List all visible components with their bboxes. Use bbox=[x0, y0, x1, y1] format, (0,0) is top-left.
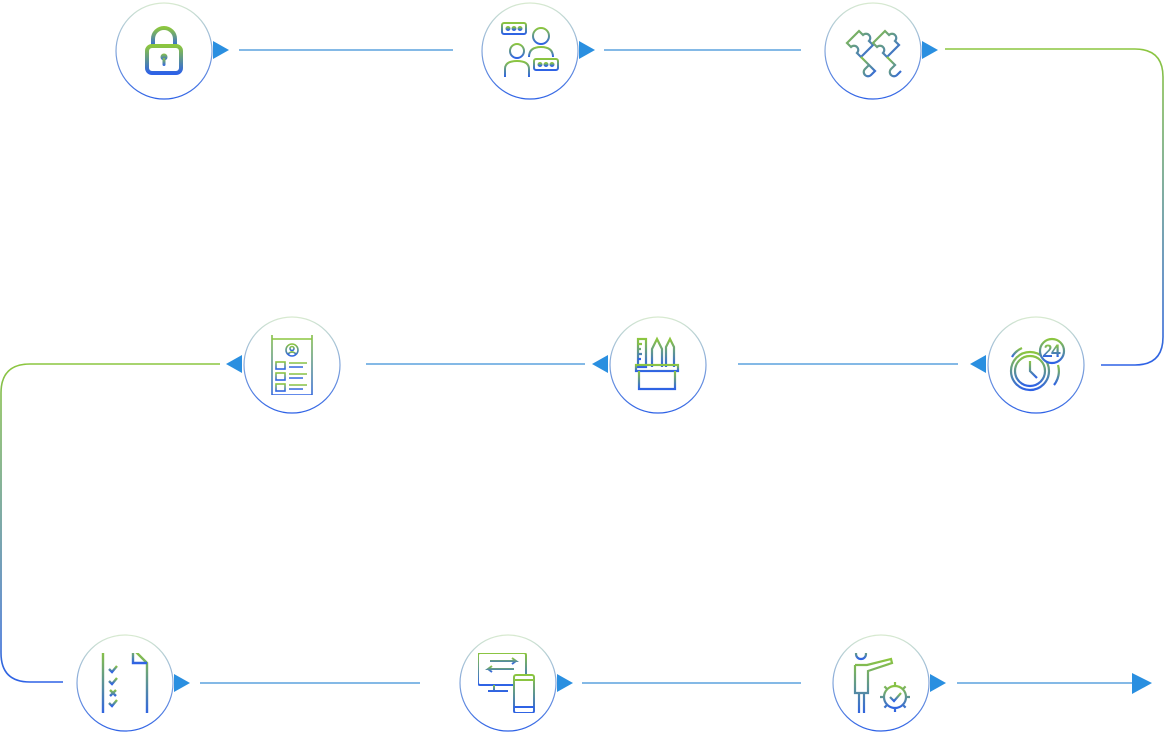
pointer-9 bbox=[930, 674, 946, 692]
checklist-icon bbox=[101, 653, 149, 713]
mobile-profile-icon bbox=[271, 335, 313, 395]
person-gear-icon bbox=[853, 653, 910, 713]
pointer-6 bbox=[226, 355, 242, 373]
step-4-node bbox=[987, 316, 1085, 414]
pointer-4 bbox=[970, 355, 986, 373]
step-5-node bbox=[609, 316, 707, 414]
step-2-node bbox=[481, 2, 579, 100]
clock-24-icon bbox=[1009, 337, 1066, 392]
pointer-2 bbox=[579, 41, 595, 59]
team-discussion-icon bbox=[501, 22, 559, 77]
multi-device-icon bbox=[478, 653, 535, 713]
step-1-node bbox=[115, 2, 213, 100]
pointer-1 bbox=[213, 41, 229, 59]
padlock-icon bbox=[145, 26, 183, 75]
connector-6-7 bbox=[0, 363, 220, 683]
connector-3-4 bbox=[945, 48, 1164, 366]
step-7-node bbox=[76, 634, 174, 732]
pointer-5 bbox=[592, 355, 608, 373]
step-6-node bbox=[243, 316, 341, 414]
step-8-node bbox=[459, 634, 557, 732]
step-9-node bbox=[832, 634, 930, 732]
pointer-3 bbox=[922, 41, 938, 59]
pointer-7 bbox=[174, 674, 190, 692]
final-arrowhead bbox=[1132, 673, 1152, 694]
step-3-node bbox=[824, 2, 922, 100]
pointer-8 bbox=[557, 674, 573, 692]
design-tools-icon bbox=[634, 336, 680, 391]
puzzle-pieces-icon bbox=[845, 29, 902, 78]
